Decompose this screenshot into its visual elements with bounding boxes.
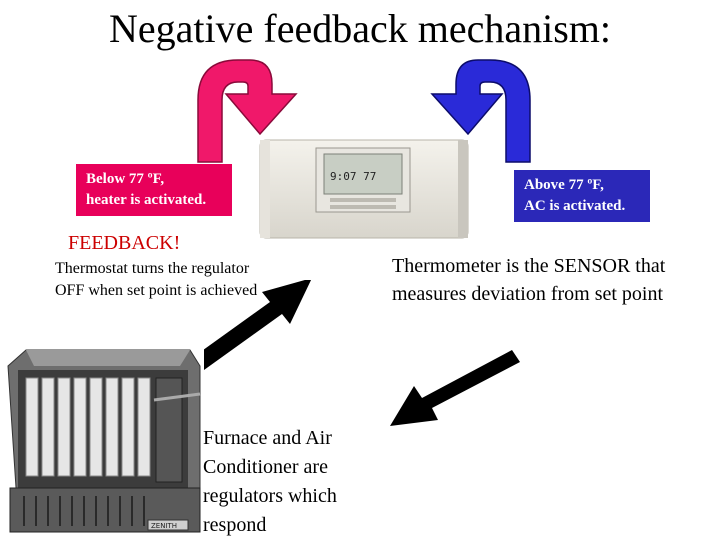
heater-box-line2: heater is activated.	[86, 192, 207, 208]
sensor-caption: Thermometer is the SENSOR that measures …	[392, 255, 666, 305]
page-title: Negative feedback mechanism:	[109, 6, 611, 51]
ac-box-line2: AC is activated.	[524, 198, 626, 214]
feedback-title: FEEDBACK!	[68, 232, 181, 254]
furnace-image: ZENITH	[4, 338, 204, 536]
furnace-brand-label: ZENITH	[151, 522, 177, 530]
heater-activation-box: Below 77 ºF, heater is activated.	[76, 164, 232, 216]
thermostat-caption: Thermostat turns the regulator OFF when …	[55, 260, 258, 299]
heater-box-line1: Below 77 ºF,	[86, 171, 165, 187]
regulator-caption: Furnace and Air Conditioner are regulato…	[203, 427, 337, 536]
feedback-arrow-up-right	[192, 280, 312, 370]
thermostat-display: 9:07 77	[330, 170, 376, 183]
sensor-arrow-down-left	[390, 350, 520, 426]
heater-curved-arrow	[197, 59, 298, 163]
ac-box-line1: Above 77 ºF,	[524, 177, 604, 193]
thermostat-image: 9:07 77	[259, 139, 469, 239]
ac-activation-box: Above 77 ºF, AC is activated.	[514, 170, 650, 222]
ac-curved-arrow	[430, 59, 531, 163]
